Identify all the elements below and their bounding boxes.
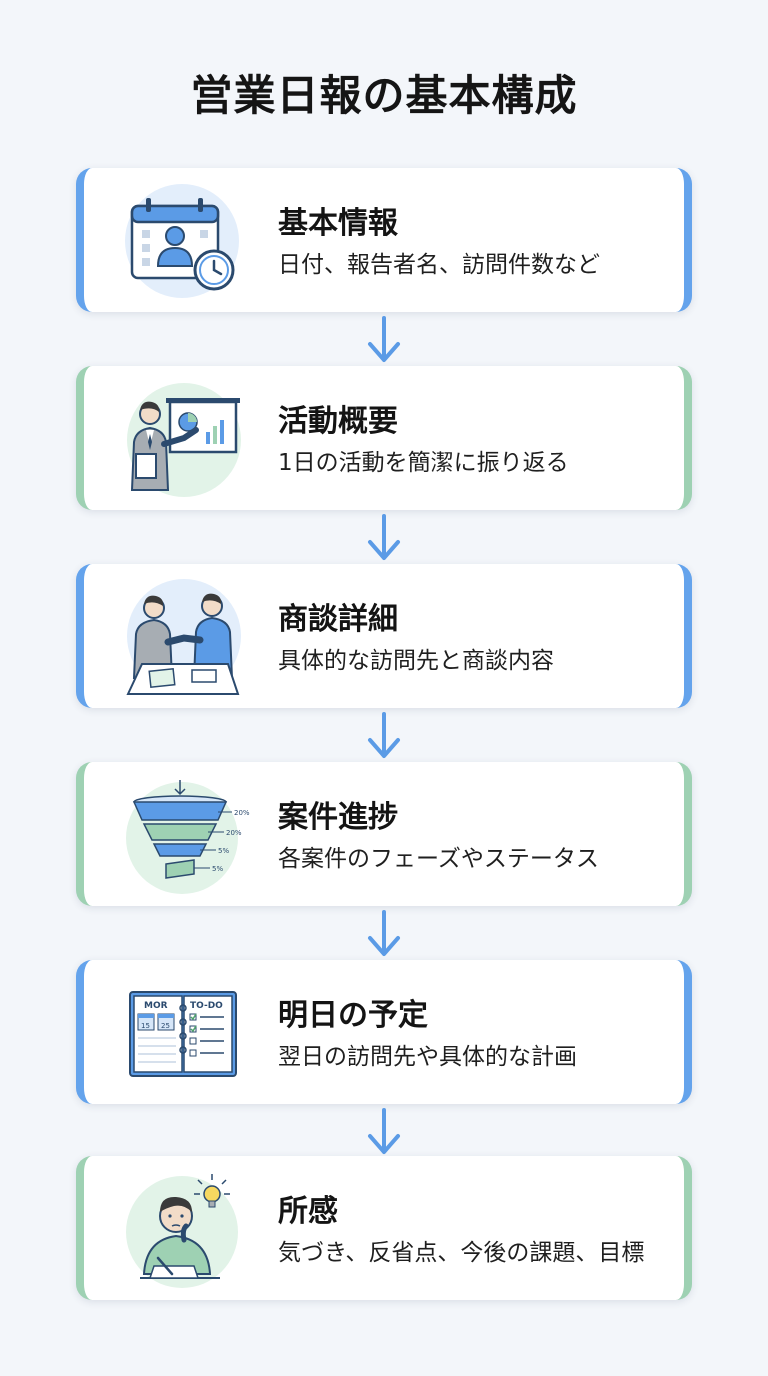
section-card-impressions: 所感 気づき、反省点、今後の課題、目標 (76, 1156, 692, 1300)
funnel-label: 5% (218, 847, 229, 855)
section-card-basic-info: 基本情報 日付、報告者名、訪問件数など (76, 168, 692, 312)
section-description: 各案件のフェーズやステータス (278, 846, 599, 872)
thinking-person-icon (124, 1170, 242, 1288)
page-title: 営業日報の基本構成 (190, 71, 578, 120)
planner-todo-icon: MOR TO-DO 15 25 (124, 974, 242, 1092)
section-title: 明日の予定 (278, 998, 428, 1033)
section-card-tomorrow-schedule: MOR TO-DO 15 25 明日の予定 翌日の訪問先や具体的な計画 (76, 960, 692, 1104)
section-card-project-progress: 20% 20% 5% 5% 案件進捗 各案件のフェーズやステータス (76, 762, 692, 906)
arrow-down-icon (364, 908, 404, 960)
planner-left-label: MOR (144, 1001, 168, 1011)
planner-right-label: TO-DO (190, 1001, 223, 1011)
funnel-label: 20% (226, 829, 242, 837)
planner-date: 15 (141, 1022, 150, 1030)
section-title: 案件進捗 (278, 800, 398, 835)
handshake-icon (124, 578, 242, 696)
section-description: 日付、報告者名、訪問件数など (278, 252, 600, 278)
section-description: 気づき、反省点、今後の課題、目標 (278, 1240, 645, 1266)
section-card-deal-details: 商談詳細 具体的な訪問先と商談内容 (76, 564, 692, 708)
section-description: 1日の活動を簡潔に振り返る (278, 450, 569, 476)
section-description: 具体的な訪問先と商談内容 (278, 648, 554, 674)
section-title: 活動概要 (278, 404, 398, 439)
arrow-down-icon (364, 314, 404, 366)
section-title: 所感 (278, 1194, 338, 1229)
arrow-down-icon (364, 710, 404, 762)
calendar-person-clock-icon (124, 182, 242, 300)
sales-funnel-icon: 20% 20% 5% 5% (124, 776, 250, 894)
section-description: 翌日の訪問先や具体的な計画 (278, 1044, 577, 1070)
arrow-down-icon (364, 512, 404, 564)
presenter-chart-icon (124, 380, 242, 498)
funnel-label: 5% (212, 865, 223, 873)
funnel-label: 20% (234, 809, 250, 817)
arrow-down-icon (364, 1106, 404, 1158)
planner-date: 25 (161, 1022, 170, 1030)
section-card-activity-summary: 活動概要 1日の活動を簡潔に振り返る (76, 366, 692, 510)
section-title: 商談詳細 (278, 602, 398, 637)
section-title: 基本情報 (278, 206, 398, 241)
